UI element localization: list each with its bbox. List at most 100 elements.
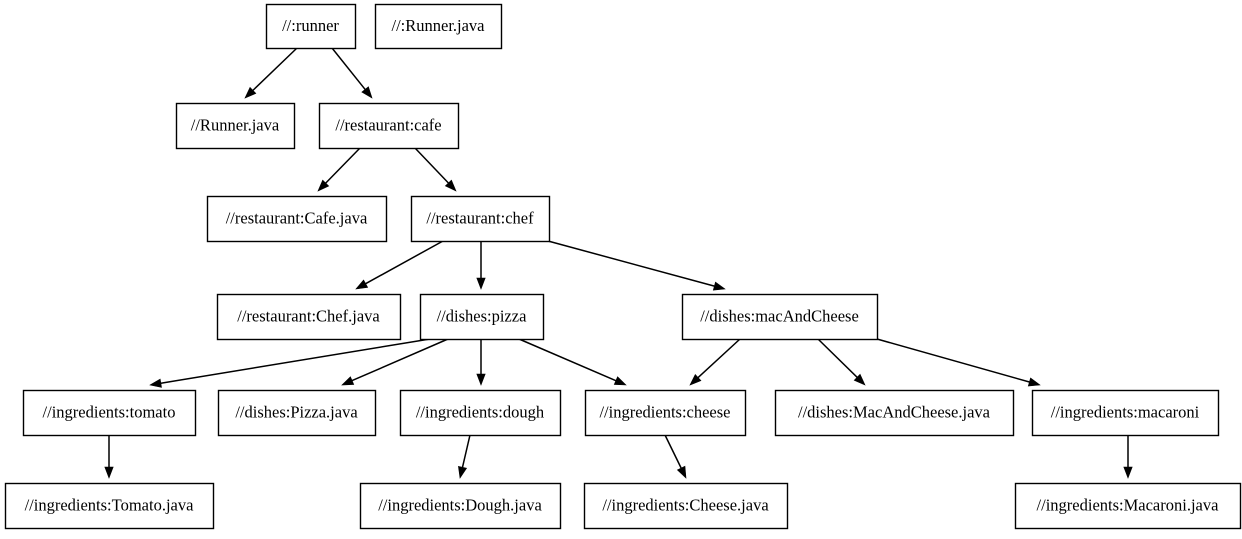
node-label: //restaurant:Cafe.java <box>226 208 368 227</box>
edge-line <box>664 434 682 469</box>
graph-node-dishes_mac_java[interactable]: //dishes:MacAndCheese.java <box>774 389 1015 437</box>
node-label: //dishes:Pizza.java <box>235 402 358 421</box>
graph-edge <box>689 338 741 386</box>
node-label: //:Runner.java <box>391 16 485 35</box>
node-label: //restaurant:Chef.java <box>237 306 380 325</box>
node-box[interactable] <box>4 482 215 530</box>
edge-line <box>325 147 361 184</box>
graph-node-restaurant_chef_java[interactable]: //restaurant:Chef.java <box>216 293 402 341</box>
edge-arrowhead <box>712 281 726 291</box>
node-label: //:runner <box>282 16 339 35</box>
edge-arrowhead <box>444 179 457 192</box>
edge-line <box>518 338 617 382</box>
graph-edge <box>547 240 726 291</box>
edge-line <box>697 338 741 379</box>
graph-node-restaurant_cafe[interactable]: //restaurant:cafe <box>318 102 460 150</box>
graph-node-dishes_macandcheese[interactable]: //dishes:macAndCheese <box>681 293 879 341</box>
node-label: //dishes:MacAndCheese.java <box>798 402 991 421</box>
graph-node-restaurant_chef[interactable]: //restaurant:chef <box>410 195 551 243</box>
node-box[interactable] <box>681 293 879 341</box>
edge-line <box>160 338 431 384</box>
edges-layer <box>104 47 1133 479</box>
node-box[interactable] <box>1014 482 1242 530</box>
graph-node-ingredients_tomato[interactable]: //ingredients:tomato <box>22 389 197 437</box>
graph-edge <box>476 339 486 386</box>
edge-arrowhead <box>104 466 114 479</box>
graph-node-ingredients_cheese[interactable]: //ingredients:cheese <box>584 389 747 437</box>
graph-edge <box>317 147 361 192</box>
graph-edge <box>518 338 627 386</box>
graph-node-runner_java[interactable]: //Runner.java <box>175 102 296 150</box>
edge-arrowhead <box>476 373 486 386</box>
node-label: //ingredients:dough <box>416 402 545 421</box>
edge-line <box>414 147 449 184</box>
edge-arrowhead <box>458 465 468 479</box>
node-label: //ingredients:cheese <box>599 402 730 421</box>
edge-line <box>817 338 858 378</box>
graph-node-restaurant_cafe_java[interactable]: //restaurant:Cafe.java <box>206 195 388 243</box>
edge-line <box>365 240 444 285</box>
node-label: //ingredients:tomato <box>43 402 176 421</box>
node-label: //dishes:pizza <box>437 306 527 325</box>
graph-edge <box>817 338 866 386</box>
node-box[interactable] <box>399 389 562 437</box>
node-box[interactable] <box>206 195 388 243</box>
node-box[interactable] <box>318 102 460 150</box>
edge-arrowhead <box>317 179 330 192</box>
node-box[interactable] <box>583 482 789 530</box>
node-label: //dishes:macAndCheese <box>700 306 859 325</box>
edge-line <box>331 47 366 90</box>
node-label: //Runner.java <box>191 115 280 134</box>
edge-arrowhead <box>689 373 702 386</box>
node-label: //ingredients:Macaroni.java <box>1037 495 1220 514</box>
node-box[interactable] <box>419 293 545 341</box>
graph-node-ingredients_macaroni[interactable]: //ingredients:macaroni <box>1031 389 1220 437</box>
graph-node-ingredients_dough[interactable]: //ingredients:dough <box>399 389 562 437</box>
graph-edge <box>149 338 431 388</box>
node-box[interactable] <box>584 389 747 437</box>
node-box[interactable] <box>410 195 551 243</box>
node-box[interactable] <box>175 102 296 150</box>
edge-arrowhead <box>1123 466 1133 479</box>
graph-node-dishes_pizza_java[interactable]: //dishes:Pizza.java <box>217 389 377 437</box>
graph-node-dough_java[interactable]: //ingredients:Dough.java <box>359 482 562 530</box>
node-box[interactable] <box>216 293 402 341</box>
graph-edge <box>104 435 114 479</box>
edge-line <box>351 338 449 382</box>
graph-node-runner[interactable]: //:runner <box>265 3 357 50</box>
edge-arrowhead <box>355 279 369 290</box>
graph-node-runner_java_root[interactable]: //:Runner.java <box>374 3 503 50</box>
graph-edge <box>876 338 1041 387</box>
node-box[interactable] <box>265 3 357 50</box>
node-box[interactable] <box>217 389 377 437</box>
edge-arrowhead <box>149 378 162 388</box>
node-box[interactable] <box>374 3 503 50</box>
edge-arrowhead <box>853 373 866 386</box>
edge-arrowhead <box>613 376 627 386</box>
graph-node-macaroni_java[interactable]: //ingredients:Macaroni.java <box>1014 482 1242 530</box>
node-label: //ingredients:Tomato.java <box>25 495 195 514</box>
graph-node-tomato_java[interactable]: //ingredients:Tomato.java <box>4 482 215 530</box>
node-box[interactable] <box>22 389 197 437</box>
graph-edge <box>414 147 457 192</box>
node-label: //restaurant:cafe <box>335 115 441 134</box>
graph-edge <box>341 338 449 386</box>
node-label: //ingredients:Dough.java <box>378 495 542 514</box>
graph-edge <box>331 47 373 99</box>
graph-edge <box>355 240 444 290</box>
edge-arrowhead <box>244 86 257 99</box>
node-box[interactable] <box>774 389 1015 437</box>
edge-arrowhead <box>1027 377 1041 387</box>
graph-node-cheese_java[interactable]: //ingredients:Cheese.java <box>583 482 789 530</box>
edge-arrowhead <box>676 465 687 479</box>
edge-line <box>547 240 715 287</box>
edge-line <box>252 47 298 91</box>
graph-node-dishes_pizza[interactable]: //dishes:pizza <box>419 293 545 341</box>
node-box[interactable] <box>359 482 562 530</box>
node-label: //restaurant:chef <box>426 208 534 227</box>
graph-edge <box>664 434 687 479</box>
node-box[interactable] <box>1031 389 1220 437</box>
edge-line <box>461 434 471 468</box>
graph-edge <box>458 434 471 479</box>
